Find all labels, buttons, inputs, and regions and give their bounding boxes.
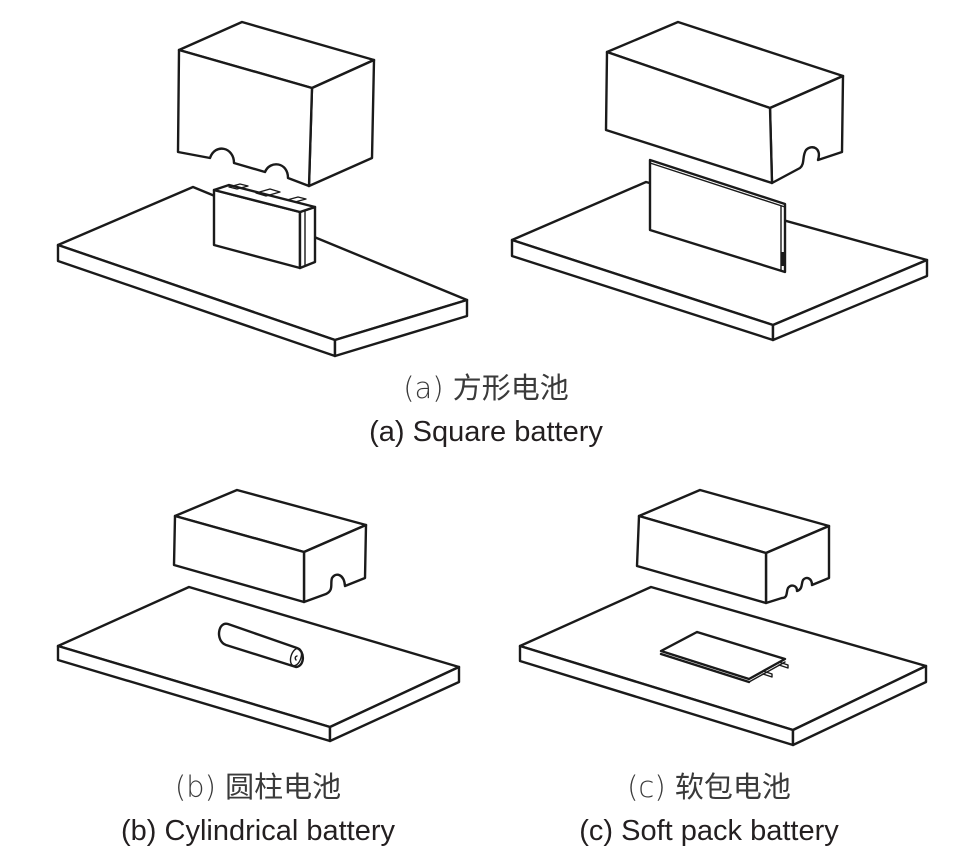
base-plate-side-edge xyxy=(771,258,929,342)
lid-front-face xyxy=(172,514,306,604)
caption-text: (a) 方形电池 xyxy=(403,371,569,405)
caption-text: (c) 软包电池 xyxy=(627,770,791,804)
cell-side-face xyxy=(298,205,317,270)
illustration-square-battery-prismatic xyxy=(56,20,469,358)
terminal-negative xyxy=(286,196,307,203)
vent xyxy=(255,188,281,197)
base-plate-side-edge xyxy=(791,664,928,747)
housing-lid xyxy=(604,20,845,185)
tab-positive xyxy=(778,661,789,669)
base-plate-side-edge xyxy=(328,665,461,743)
illustration-cylindrical-battery xyxy=(56,488,461,743)
cell-top-face xyxy=(212,183,317,214)
caption-b-english: (b) Cylindrical battery xyxy=(121,815,395,847)
base-plate xyxy=(56,185,469,358)
lid-side-face-with-notch xyxy=(302,523,368,604)
base-plate-side-edge xyxy=(333,298,469,358)
cell-end-cap xyxy=(289,647,303,667)
illustration-square-battery-blade xyxy=(510,20,929,342)
prismatic-cell xyxy=(212,183,317,270)
pouch-cell xyxy=(659,630,789,684)
caption-a-english: (a) Square battery xyxy=(369,416,603,448)
caption-c-chinese: (c) 软包电池 xyxy=(627,764,791,806)
caption-c-english: (c) Soft pack battery xyxy=(579,815,839,847)
cell-front-face xyxy=(648,158,787,274)
lid-front-face-with-notches xyxy=(176,48,314,188)
base-plate xyxy=(56,585,461,743)
pouch-body xyxy=(659,630,787,681)
lid-side-face-with-notch xyxy=(768,74,845,185)
blade-cell xyxy=(648,158,787,274)
terminal-positive xyxy=(228,183,249,190)
caption-a-chinese: (a) 方形电池 xyxy=(403,365,569,407)
housing-lid xyxy=(176,20,376,188)
lid-side-face-with-notches xyxy=(764,524,831,605)
base-plate xyxy=(510,180,929,342)
lid-front-face xyxy=(635,514,768,605)
cylindrical-cell xyxy=(217,622,305,669)
housing-lid xyxy=(172,488,368,604)
caption-text: (b) 圆柱电池 xyxy=(174,770,342,804)
housing-lid xyxy=(635,488,831,605)
cell-tab xyxy=(781,252,784,266)
caption-b-chinese: (b) 圆柱电池 xyxy=(175,764,341,806)
illustration-soft-pack-battery xyxy=(518,488,928,747)
lid-front-face xyxy=(604,50,774,185)
tab-negative xyxy=(762,670,773,678)
